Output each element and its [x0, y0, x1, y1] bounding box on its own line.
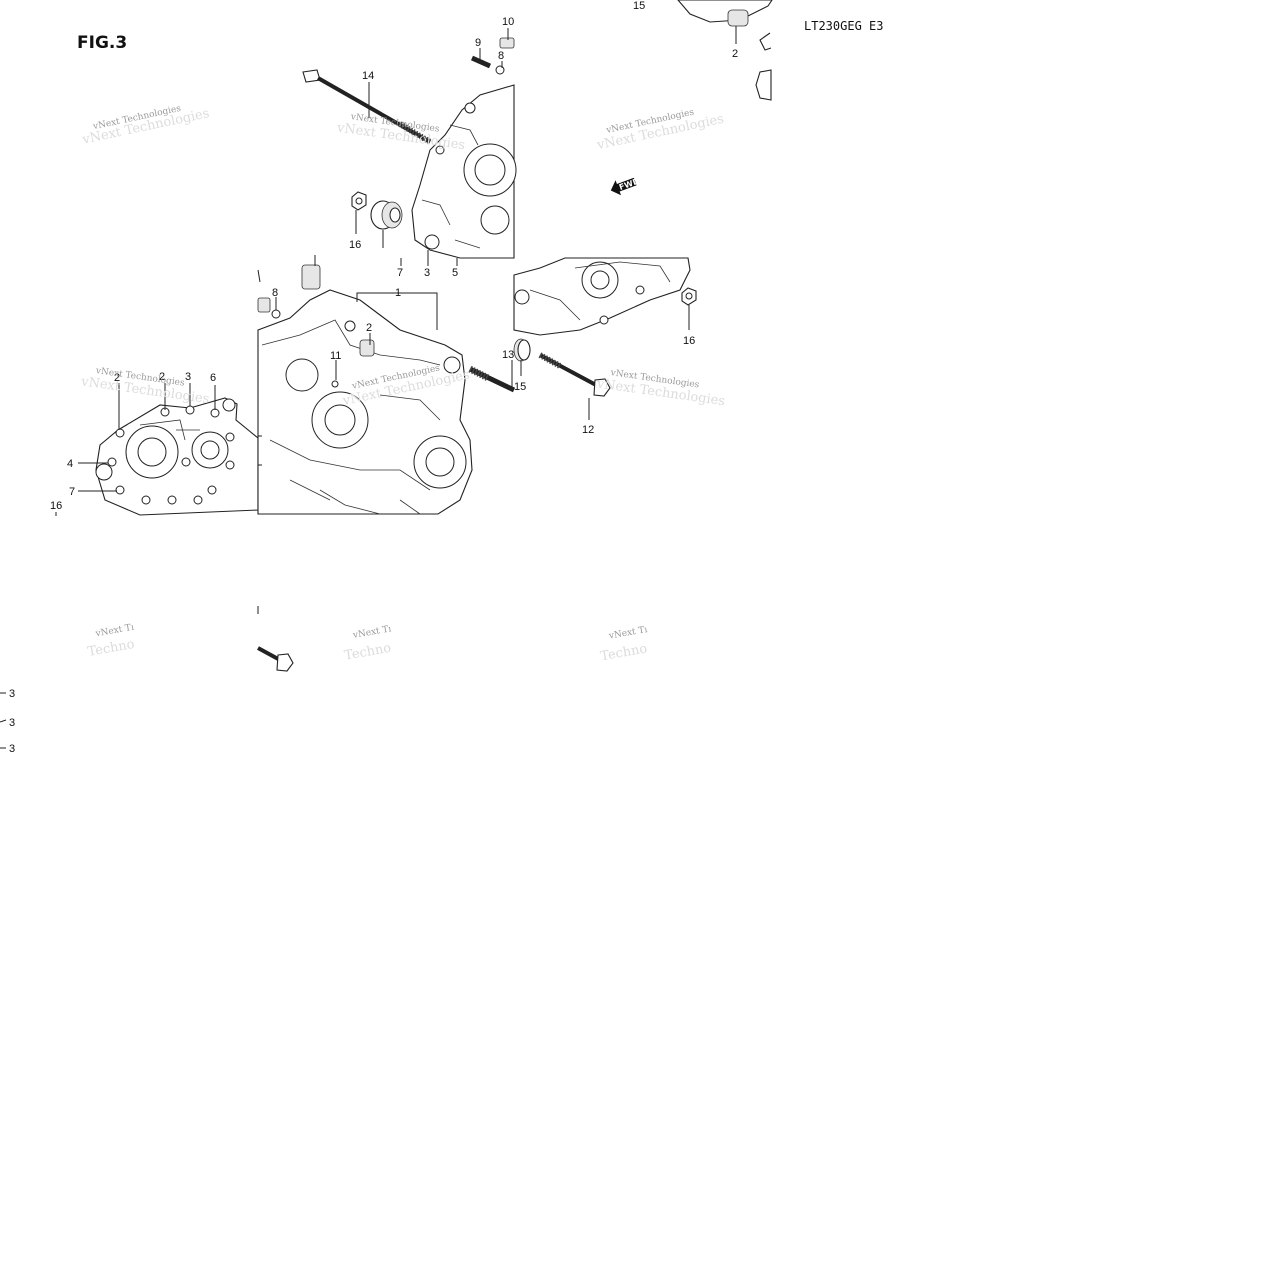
callout-2-case: 2 — [366, 322, 372, 334]
callout-7-top: 7 — [397, 267, 403, 279]
bearing-13: 13 15 — [502, 338, 531, 393]
callout-5: 5 — [452, 267, 458, 279]
watermark-text-cut: vNext Tı — [607, 625, 648, 642]
callout-3-c: 3 — [9, 743, 15, 755]
watermark-faint-cut: Techno — [343, 641, 392, 664]
callout-15-top: 15 — [633, 0, 645, 12]
callout-10: 10 — [502, 16, 514, 28]
callout-2-gasket-b: 2 — [159, 371, 165, 383]
callout-3-a: 3 — [9, 688, 15, 700]
callout-13: 13 — [502, 349, 514, 361]
callout-2-gasket: 2 — [114, 372, 120, 384]
callout-16-right: 16 — [683, 335, 695, 347]
crankcase-right-half — [411, 84, 517, 259]
crankcase-left-callouts: 1 2 11 8 — [257, 255, 438, 466]
callout-14: 14 — [362, 70, 374, 82]
bolt-15-left — [468, 365, 516, 393]
callout-2-top: 2 — [732, 48, 738, 60]
callout-16-gasket: 16 — [50, 500, 62, 512]
callout-11: 11 — [330, 350, 341, 362]
callout-6: 6 — [210, 372, 216, 384]
callout-7-gasket: 7 — [69, 486, 75, 498]
gasket-callouts: 2 2 3 6 4 7 16 — [50, 371, 216, 516]
callout-12: 12 — [582, 424, 594, 436]
callout-15-right: 15 — [514, 381, 526, 393]
callout-3-b: 3 — [9, 717, 15, 729]
figure-label: FIG.3 — [77, 33, 127, 53]
fwd-label: FWD — [618, 176, 641, 192]
callout-8: 8 — [272, 287, 278, 299]
watermark-text-cut: vNext Tı — [351, 624, 392, 641]
watermark-faint-cut: Techno — [599, 641, 648, 664]
callout-3-gasket: 3 — [185, 371, 191, 383]
callout-4: 4 — [67, 458, 73, 470]
bolt-12: 12 — [538, 352, 611, 436]
callout-16-top: 16 — [349, 239, 361, 251]
truncated-callouts: 3 3 3 — [0, 688, 15, 755]
nut-16-top — [351, 191, 367, 211]
crankcase-right-callouts: 14 9 8 10 16 7 3 5 — [349, 16, 514, 279]
callout-8-top: 8 — [498, 50, 504, 62]
callout-1: 1 — [395, 287, 401, 299]
model-code: LT230GEG E3 — [804, 19, 883, 33]
crankcase-gasket — [95, 397, 259, 516]
bolt-bottom — [257, 606, 294, 672]
crankcase-top-fragment: 2 15 — [633, 0, 773, 101]
fwd-arrow-icon: FWD — [610, 176, 641, 196]
bolt-14 — [302, 69, 432, 145]
crankcase-left-half — [257, 264, 473, 515]
watermark-faint-cut: Techno — [87, 637, 136, 660]
callout-3-top: 3 — [424, 267, 430, 279]
callout-9: 9 — [475, 37, 481, 49]
oil-seal — [370, 200, 403, 230]
crankcase-lower-fragment: 16 — [513, 257, 697, 347]
